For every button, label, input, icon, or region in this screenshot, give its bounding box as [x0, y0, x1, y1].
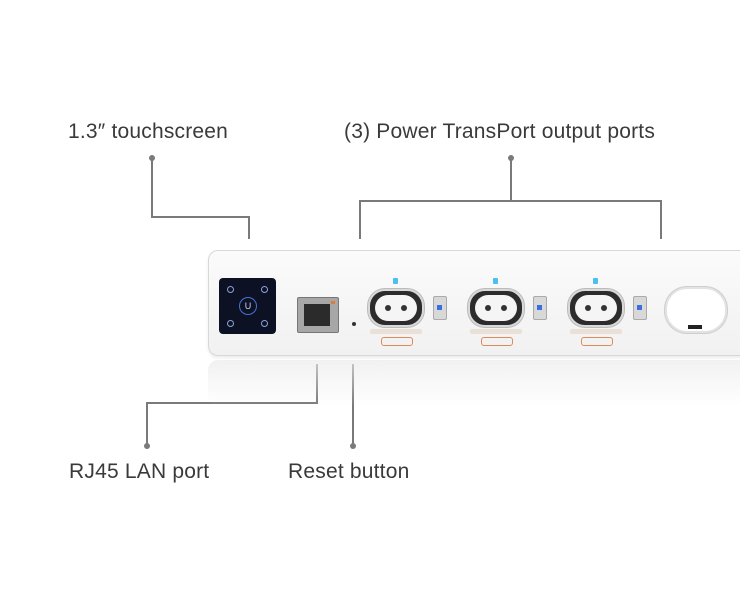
- screen-bl-icon: [227, 320, 234, 327]
- outlet-2-label: [470, 329, 522, 334]
- ubiquiti-logo-icon: U: [239, 297, 257, 315]
- outlet-2: [468, 289, 524, 327]
- power-strip-device: U: [208, 250, 740, 356]
- outlet-3-indicator-icon: [593, 278, 598, 284]
- outputs-leader-dot: [508, 155, 514, 161]
- touchscreen-leader: [151, 158, 250, 239]
- screen-br-icon: [261, 320, 268, 327]
- outputs-bracket-right: [511, 200, 662, 239]
- outlet-2-tag: [481, 337, 513, 346]
- screen-tr-icon: [261, 286, 268, 293]
- screen-tl-icon: [227, 286, 234, 293]
- outlet-3-tag: [581, 337, 613, 346]
- outlet-1-indicator-icon: [393, 278, 398, 284]
- outlet-2-switch: [533, 296, 547, 320]
- rj45-callout: RJ45 LAN port: [69, 460, 210, 483]
- touchscreen-callout: 1.3″ touchscreen: [68, 120, 229, 143]
- reset-callout: Reset button: [288, 460, 410, 483]
- rj45-leader-dot: [144, 443, 150, 449]
- reset-leader-dot: [350, 443, 356, 449]
- touchscreen-display: U: [219, 278, 276, 334]
- outlet-1-label: [370, 329, 422, 334]
- main-power-inlet: [665, 287, 727, 333]
- outlet-1-tag: [381, 337, 413, 346]
- device-reflection: [208, 360, 740, 406]
- outlet-1-switch: [433, 296, 447, 320]
- outlet-3-label: [570, 329, 622, 334]
- outputs-leader: [359, 158, 512, 239]
- outputs-callout: (3) Power TransPort output ports: [344, 120, 656, 143]
- reset-button: [352, 322, 356, 326]
- rj45-port: [297, 297, 339, 333]
- outlet-3: [568, 289, 624, 327]
- port-led-icon: [331, 301, 335, 304]
- outlet-2-indicator-icon: [493, 278, 498, 284]
- outlet-3-switch: [633, 296, 647, 320]
- outlet-1: [368, 289, 424, 327]
- touchscreen-leader-dot: [149, 155, 155, 161]
